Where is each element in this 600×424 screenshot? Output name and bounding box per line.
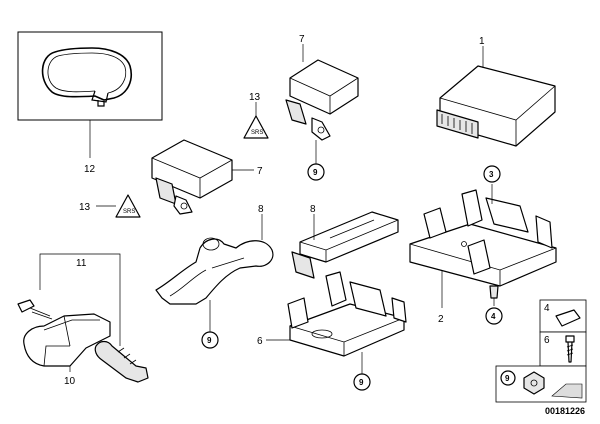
part-12-wire-loop	[41, 47, 132, 101]
fastener-legend: 4 6 9	[495, 299, 587, 403]
part-6-base	[289, 303, 405, 357]
part-13-lower-label: SRS 13	[79, 194, 141, 218]
part-7-upper-plug	[285, 99, 307, 125]
warning-triangle-icon	[243, 115, 269, 139]
callout-2: 2	[438, 314, 444, 325]
part-6-clip-mid	[325, 271, 347, 307]
callout-1: 1	[479, 36, 485, 47]
callout-8a: 8	[258, 204, 264, 215]
callout-13b: 13	[79, 202, 91, 213]
part-8-bracket-arm: 8	[155, 204, 274, 332]
reference-number: 00181226	[545, 406, 585, 416]
svg-text:9: 9	[359, 378, 364, 387]
part-1-pins	[441, 114, 473, 134]
marker-9-top: 9	[307, 163, 325, 181]
part-2-clip-front	[467, 239, 491, 275]
callout-13a: 13	[249, 92, 261, 103]
bracket-11	[39, 253, 121, 346]
svg-text:SRS: SRS	[251, 130, 263, 136]
part-6-clip-right	[391, 297, 407, 323]
part-2-clip-right	[535, 215, 553, 249]
svg-text:3: 3	[489, 170, 494, 179]
part-13-upper-label: SRS 13	[243, 92, 269, 139]
callout-11: 11	[76, 258, 87, 269]
marker-3: 3	[483, 165, 501, 183]
legend-label-4: 4	[544, 303, 550, 314]
screw-icon	[565, 335, 575, 363]
svg-text:9: 9	[313, 168, 318, 177]
part-8-bar-plug	[291, 251, 315, 279]
legend-box-6	[539, 331, 587, 367]
part-7-upper-bracket	[311, 117, 331, 141]
part-1-control-unit: 1	[436, 36, 556, 147]
warning-triangle-icon	[115, 194, 141, 218]
callout-10: 10	[64, 376, 76, 387]
part-12-group: 12	[17, 31, 163, 175]
legend-label-6: 6	[544, 335, 550, 346]
part-8-arm-body	[155, 238, 274, 305]
part-6-clip-back	[349, 281, 387, 317]
svg-text:9: 9	[207, 336, 212, 345]
nut-icon	[523, 371, 545, 395]
part-11-valve	[94, 340, 149, 383]
part-2-hole	[461, 241, 467, 247]
part-7-lower-sensor: 7	[151, 139, 263, 215]
part-2-clip-middle	[461, 189, 483, 227]
part-12-wire-inner	[47, 52, 127, 94]
callout-8b: 8	[310, 204, 316, 215]
callout-12: 12	[84, 164, 96, 175]
part-2-clip-back	[485, 197, 529, 233]
part-2-holder: 2	[409, 184, 557, 325]
part-8-bar-body	[299, 211, 399, 263]
part-12-frame	[17, 31, 163, 121]
part-6-clip-left	[287, 297, 309, 329]
marker-4: 4	[485, 307, 503, 325]
part-8-sensor-bar: 8	[291, 204, 399, 279]
marker-9-arm: 9	[201, 331, 219, 349]
part-1-body	[439, 65, 556, 147]
part-12-connector	[91, 90, 109, 107]
part-6-holder: 6	[257, 271, 407, 374]
svg-text:9: 9	[505, 374, 510, 383]
part-11-group: 11 10	[17, 253, 149, 387]
svg-text:SRS: SRS	[123, 209, 135, 215]
clip-nut-icon	[555, 309, 581, 327]
part-7-upper-sensor: 7	[285, 34, 359, 164]
part-11-screw	[17, 299, 35, 313]
part-7-lower-bracket	[173, 195, 193, 215]
callout-7a: 7	[299, 34, 305, 45]
callout-6: 6	[257, 336, 263, 347]
svg-text:4: 4	[491, 312, 496, 321]
part-4-screw	[489, 285, 499, 299]
marker-9-holder: 9	[353, 373, 371, 391]
legend-arrow-icon	[551, 383, 583, 399]
part-8-arm-ring	[202, 237, 220, 251]
part-2-clip-left	[423, 207, 447, 239]
part-1-top-edge	[439, 85, 556, 146]
callout-7b: 7	[257, 166, 263, 177]
part-1-connector	[436, 109, 479, 139]
part-7-upper-body	[289, 59, 359, 115]
